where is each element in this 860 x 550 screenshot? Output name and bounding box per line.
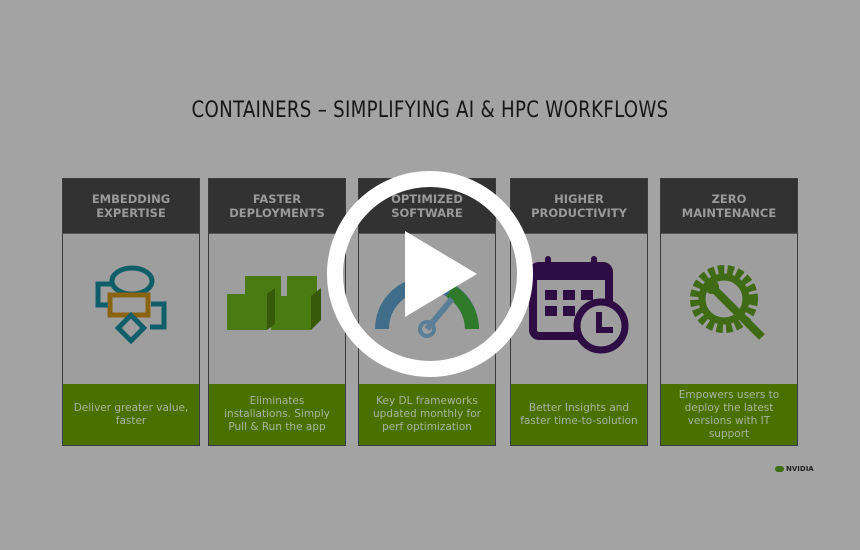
calendar-clock-icon	[511, 249, 647, 359]
card-embedding-expertise: EMBEDDING EXPERTISE Deliver greater valu…	[62, 178, 200, 446]
card-text: Eliminates installations. Simply Pull & …	[209, 384, 345, 445]
card-zero-maintenance: ZERO MAINTENANCE Empowers users to deplo…	[660, 178, 798, 446]
card-faster-deployments: FASTER DEPLOYMENTS Eliminates installati…	[208, 178, 346, 446]
card-heading: HIGHER PRODUCTIVITY	[511, 179, 647, 234]
slide-title: CONTAINERS – SIMPLIFYING AI & HPC WORKFL…	[191, 98, 669, 123]
card-heading: ZERO MAINTENANCE	[661, 179, 797, 234]
flowchart-icon	[63, 249, 199, 359]
card-text: Deliver greater value, faster	[63, 384, 199, 445]
play-button[interactable]	[327, 171, 533, 377]
logo-text: NVIDIA	[786, 465, 814, 473]
card-higher-productivity: HIGHER PRODUCTIVITY Better Insights and …	[510, 178, 648, 446]
card-text: Better Insights and faster time-to-solut…	[511, 384, 647, 445]
card-text: Key DL frameworks updated monthly for pe…	[359, 384, 495, 445]
card-text: Empowers users to deploy the latest vers…	[661, 384, 797, 445]
containers-icon	[209, 249, 345, 359]
nvidia-logo: NVIDIA	[775, 465, 814, 473]
play-icon	[405, 231, 477, 317]
gear-wrench-icon	[661, 249, 797, 359]
card-heading: EMBEDDING EXPERTISE	[63, 179, 199, 234]
card-heading: FASTER DEPLOYMENTS	[209, 179, 345, 234]
